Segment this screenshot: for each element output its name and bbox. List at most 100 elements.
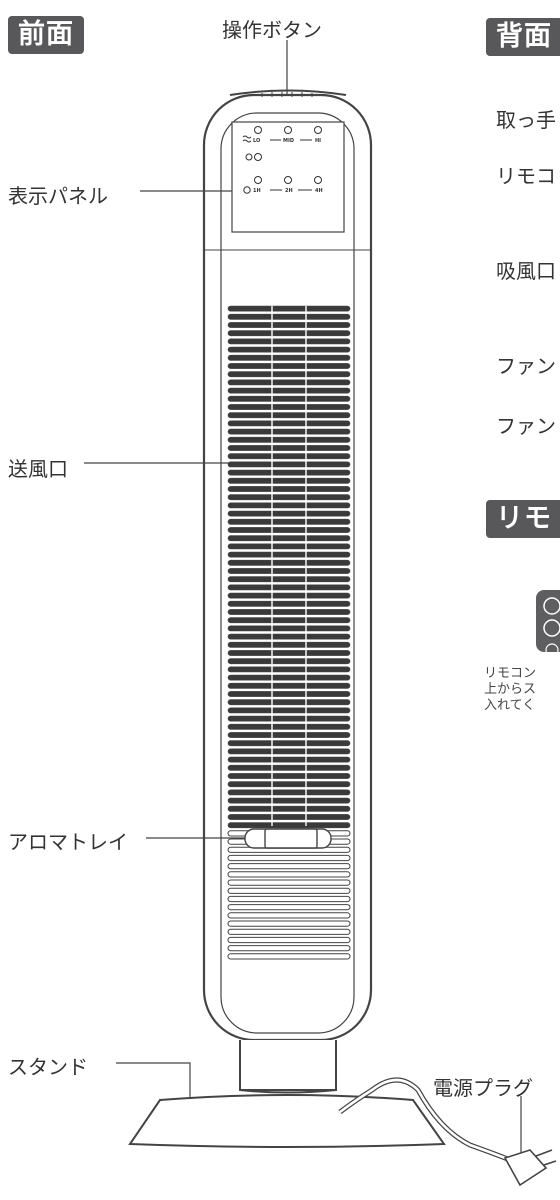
display-panel: LO MID HI 1H 2H 4H [231, 121, 345, 233]
grille-slat [227, 658, 351, 665]
grille-slat [227, 395, 351, 402]
mode-icon [245, 153, 253, 161]
grille-slat [227, 641, 351, 648]
grille-slat [227, 822, 351, 829]
grille-slat [227, 379, 351, 386]
grille-slat [227, 559, 351, 566]
grille-slat [227, 354, 351, 361]
power-plug-label: 電源プラグ [433, 1076, 533, 1100]
grille-slat [227, 477, 351, 484]
grille-slat [227, 592, 351, 599]
grille-slat [227, 363, 351, 369]
grille-slat [227, 887, 351, 894]
grille-slat [227, 748, 351, 755]
timer-4h-indicator [314, 176, 322, 184]
power-plug-icon [503, 1149, 557, 1187]
grille-slat [227, 576, 351, 583]
grille-slat [227, 461, 351, 468]
grille-slat [227, 682, 351, 689]
grille-slat [227, 338, 351, 345]
grille-slat [227, 666, 351, 673]
grille-slat [227, 715, 351, 722]
grille-slat [227, 510, 351, 517]
grille-slat [227, 707, 351, 714]
timer-1h-indicator [254, 176, 262, 184]
panel-4h: 4H [315, 188, 323, 194]
grille-slat [227, 805, 351, 812]
display-panel-label: 表示パネル [8, 184, 108, 208]
grille-slat [227, 445, 351, 451]
mid-indicator [284, 126, 292, 134]
power-cord [338, 1077, 511, 1163]
grille-slat [227, 543, 351, 550]
grille-slat [227, 469, 351, 476]
grille-slat [227, 904, 351, 911]
grille-slat [227, 436, 351, 443]
grille-slat [227, 322, 351, 328]
grille-slat [227, 305, 351, 312]
fan-label-1: ファン [496, 354, 556, 378]
clock-icon [243, 186, 251, 194]
stand [128, 1040, 446, 1148]
grille-slat [227, 518, 351, 525]
grille-slat [227, 584, 351, 591]
grille-slat [227, 387, 351, 394]
grille-slat [227, 945, 351, 952]
grille-slat [227, 502, 351, 509]
grille-slat [227, 551, 351, 558]
grille-slat [227, 486, 351, 492]
hi-indicator [314, 126, 322, 134]
grille-slat [227, 420, 351, 427]
grille-slat [227, 912, 351, 919]
grille-slat [227, 494, 351, 501]
mode-indicator [254, 153, 262, 161]
grille-slat [227, 814, 351, 820]
grille-slat [227, 412, 351, 419]
grille-slat [227, 330, 351, 337]
remote-speed-icon [543, 619, 560, 637]
back-section-title: 背面 [486, 18, 560, 56]
grille-slat [227, 313, 351, 320]
grille-slat [227, 650, 351, 656]
remote-note-line-1: リモコン [484, 666, 537, 681]
front-section-title: 前面 [8, 16, 84, 54]
grille-slat [227, 609, 351, 615]
air-outlet-grille [227, 305, 351, 960]
grille-slat [227, 527, 351, 533]
panel-1h: 1H [253, 188, 261, 194]
leader-lines [84, 40, 522, 1160]
grille-slat [227, 633, 351, 640]
grille-slat [227, 428, 351, 435]
grille-slat [227, 863, 351, 870]
grille-slat [227, 781, 351, 788]
grille-slat [227, 854, 351, 862]
remote-timer-icon [545, 643, 559, 657]
grille-slat [227, 936, 351, 944]
grille-slat [227, 699, 351, 706]
air-intake-label: 吸風口 [496, 259, 556, 283]
grille-slat [227, 879, 351, 886]
grille-slat [227, 404, 351, 410]
grille-slat [227, 535, 351, 542]
grille-slat [227, 346, 351, 353]
grille-slat [227, 371, 351, 378]
grille-slat [227, 920, 351, 927]
grille-slat [227, 756, 351, 763]
air-outlet-label: 送風口 [8, 457, 68, 481]
remote-power-icon [543, 597, 560, 615]
grille-slat [227, 895, 351, 903]
grille-slat [227, 568, 351, 574]
fan-label-2: ファン [496, 414, 556, 438]
grille-slat [227, 928, 351, 935]
grille-slat [227, 773, 351, 779]
panel-mid: MID [283, 138, 294, 144]
panel-2h: 2H [285, 188, 293, 194]
grille-slat [227, 797, 351, 804]
panel-lo: LO [253, 138, 260, 144]
handle-label: 取っ手 [496, 108, 556, 132]
grille-slat [227, 789, 351, 796]
timer-2h-indicator [284, 176, 292, 184]
remote-section-title: リモ [486, 500, 560, 538]
grille-slat [227, 600, 351, 607]
